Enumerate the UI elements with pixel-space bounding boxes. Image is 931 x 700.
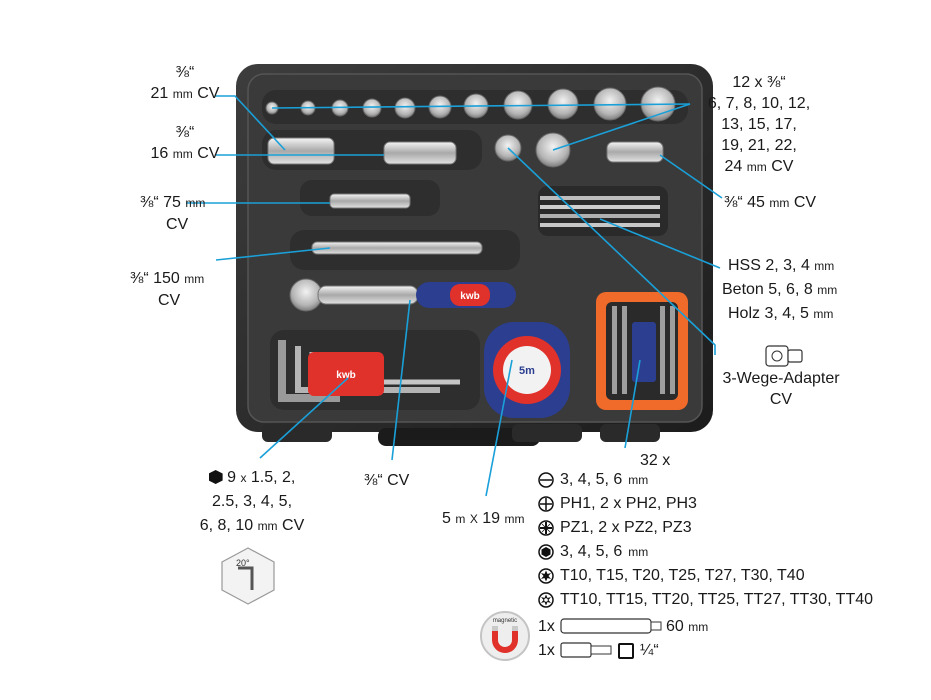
- magnet-icon: magnetic: [480, 611, 530, 661]
- label-sockets-12: 12 x ⅜“ 6, 7, 8, 10, 12, 13, 15, 17, 19,…: [707, 74, 811, 175]
- hex-bit-icon: [538, 544, 554, 560]
- label-drill-bits: HSS 2, 3, 4 mm Beton 5, 6, 8 mm Holz 3, …: [722, 257, 838, 322]
- hex-key-icon: [208, 470, 223, 484]
- deep-sockets: [267, 132, 664, 255]
- bit-box: [596, 292, 688, 410]
- label-joint-45: ⅜“ 45 mm CV: [724, 194, 817, 211]
- svg-text:magnetic: magnetic: [493, 618, 517, 624]
- label-adapter: 3-Wege-Adapter CV: [722, 370, 840, 408]
- label-socket-21: ⅜“ 21 mm CV: [150, 64, 220, 102]
- label-bit-holder-len: 60 mm: [666, 618, 709, 635]
- label-bit-adapter-qty: 1x: [538, 642, 555, 659]
- slotted-icon: [538, 472, 554, 488]
- label-extension-150: ⅜“ 150 mm CV: [130, 270, 205, 309]
- svg-text:kwb: kwb: [336, 370, 355, 381]
- label-hex-keys: 9 x 1.5, 2, 2.5, 3, 4, 5, 6, 8, 10 mm CV: [199, 469, 305, 534]
- svg-text:20°: 20°: [236, 558, 250, 568]
- legend-row-torx-tamper: TT10, TT15, TT20, TT25, TT27, TT30, TT40: [538, 590, 873, 610]
- adapter-icon: [765, 345, 803, 367]
- legend-row-torx: T10, T15, T20, T25, T27, T30, T40: [538, 566, 805, 586]
- bit-adapter-graphic: [560, 642, 612, 658]
- torx-icon: [538, 568, 554, 584]
- torx-tamper-icon: [538, 592, 554, 608]
- label-bit-adapter-size: ¼“: [618, 640, 659, 661]
- svg-text:kwb: kwb: [460, 291, 479, 302]
- drill-bits: [538, 186, 668, 236]
- square-drive-icon: [618, 642, 634, 659]
- legend-row-phillips: PH1, 2 x PH2, PH3: [538, 494, 697, 514]
- ratchet: kwb: [289, 278, 516, 312]
- label-socket-16: ⅜“ 16 mm CV: [150, 124, 220, 162]
- label-extension-75: ⅜“ 75 mm CV: [140, 194, 206, 233]
- label-tape: 5 m X 19 mm: [442, 510, 525, 527]
- svg-text:5m: 5m: [519, 365, 535, 377]
- label-ratchet: ⅜“ CV: [364, 472, 410, 489]
- tape-measure: 5m: [484, 322, 570, 418]
- pozidriv-icon: [538, 520, 554, 536]
- legend-row-pozidriv: PZ1, 2 x PZ2, PZ3: [538, 518, 692, 538]
- phillips-icon: [538, 496, 554, 512]
- bit-holder-graphic: [560, 618, 662, 634]
- label-bit-holder-qty: 1x: [538, 618, 555, 635]
- hex-keys: kwb: [278, 340, 460, 402]
- label-bits-count: 32 x: [640, 452, 671, 469]
- leader-lines: [186, 95, 723, 497]
- angle-badge-icon: 20°: [221, 547, 275, 605]
